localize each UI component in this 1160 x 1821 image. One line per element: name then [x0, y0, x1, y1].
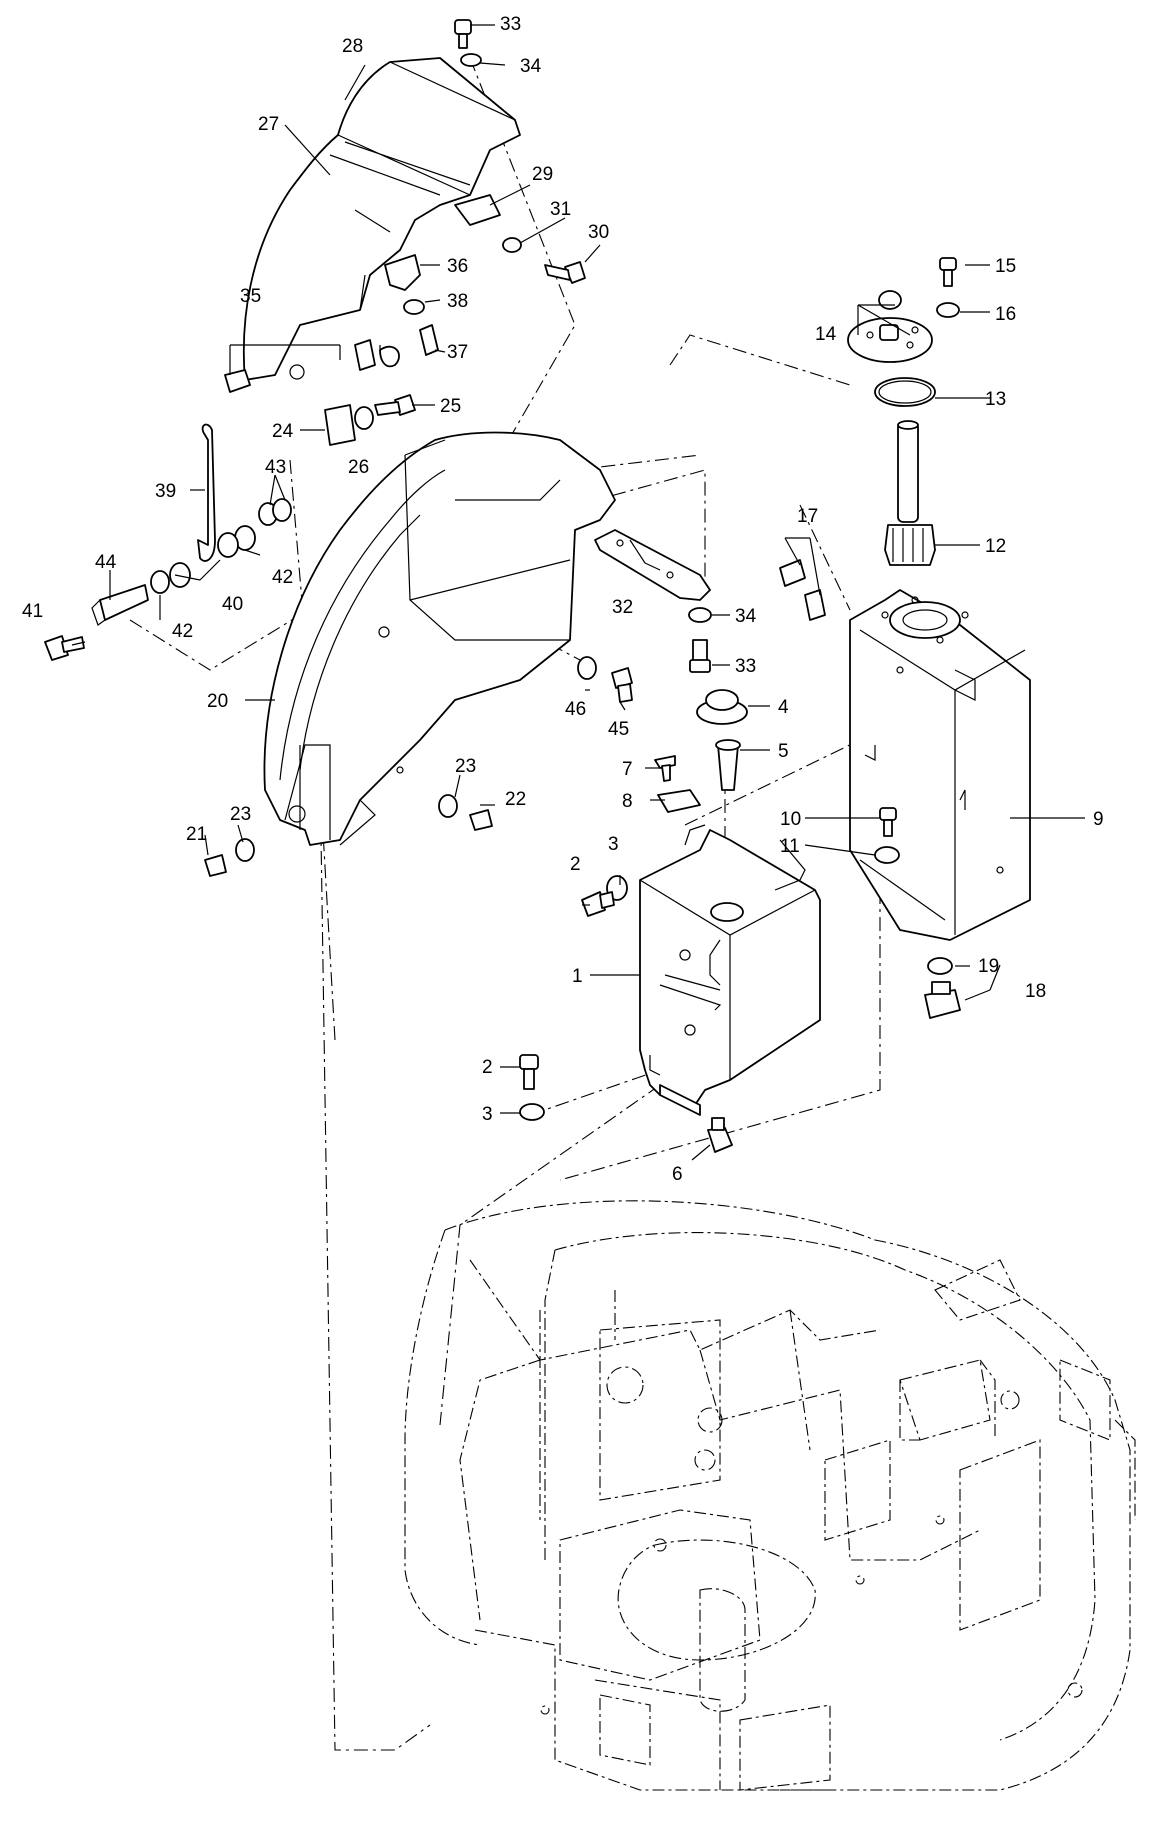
hydraulic-tank-9	[849, 589, 1031, 941]
label-3b: 3	[482, 1104, 493, 1125]
label-23a: 23	[455, 756, 476, 777]
label-2b: 2	[482, 1057, 493, 1078]
label-37: 37	[447, 342, 468, 363]
label-33a: 33	[500, 14, 521, 35]
label-19: 19	[978, 956, 999, 977]
label-42a: 42	[272, 567, 293, 588]
label-28: 28	[342, 36, 363, 57]
label-34b: 34	[735, 606, 757, 627]
handle-39-bracket-44	[91, 423, 216, 626]
label-38: 38	[447, 291, 468, 312]
label-23b: 23	[230, 804, 251, 825]
fuel-tank-1	[639, 824, 821, 1116]
label-10: 10	[780, 809, 801, 830]
cap-14	[847, 290, 936, 407]
label-25: 25	[440, 396, 461, 417]
label-32: 32	[612, 597, 633, 618]
label-17: 17	[797, 506, 818, 527]
label-12: 12	[985, 536, 1006, 557]
label-27: 27	[258, 114, 279, 135]
label-40: 40	[222, 594, 243, 615]
label-16: 16	[995, 304, 1016, 325]
label-42b: 42	[172, 621, 193, 642]
label-34a: 34	[520, 56, 542, 77]
label-6: 6	[672, 1164, 683, 1185]
label-14: 14	[815, 324, 837, 345]
upper-frame-ghost	[404, 1200, 1136, 1791]
label-31: 31	[550, 199, 571, 220]
label-45: 45	[608, 719, 629, 740]
label-11: 11	[780, 836, 800, 857]
leader-lines	[71, 24, 1085, 1161]
label-35: 35	[240, 286, 261, 307]
label-24: 24	[272, 421, 294, 442]
frame-cover-20	[263, 431, 616, 846]
label-43: 43	[265, 457, 286, 478]
label-41: 41	[22, 601, 43, 622]
label-22: 22	[505, 789, 526, 810]
hardware	[44, 19, 961, 1153]
label-18: 18	[1025, 981, 1046, 1002]
label-44: 44	[95, 552, 117, 573]
label-46: 46	[565, 699, 586, 720]
label-8: 8	[622, 791, 633, 812]
label-36: 36	[447, 256, 468, 277]
label-1: 1	[572, 966, 583, 987]
label-2a: 2	[570, 854, 581, 875]
callout-labels: 1 2 2 3 3 4 5 6 7 8 9 10 11 12 13 14 15 …	[22, 14, 1104, 1185]
label-13: 13	[985, 389, 1006, 410]
bracket-32	[594, 529, 711, 601]
label-30: 30	[588, 222, 609, 243]
label-29: 29	[532, 164, 553, 185]
label-15: 15	[995, 256, 1016, 277]
label-33b: 33	[735, 656, 756, 677]
label-20: 20	[207, 691, 228, 712]
label-39: 39	[155, 481, 176, 502]
label-26: 26	[348, 457, 369, 478]
label-4: 4	[778, 697, 789, 718]
filter-12	[884, 420, 936, 566]
label-5: 5	[778, 741, 789, 762]
label-7: 7	[622, 759, 633, 780]
label-9: 9	[1093, 809, 1104, 830]
label-3a: 3	[608, 834, 619, 855]
label-21: 21	[186, 824, 207, 845]
